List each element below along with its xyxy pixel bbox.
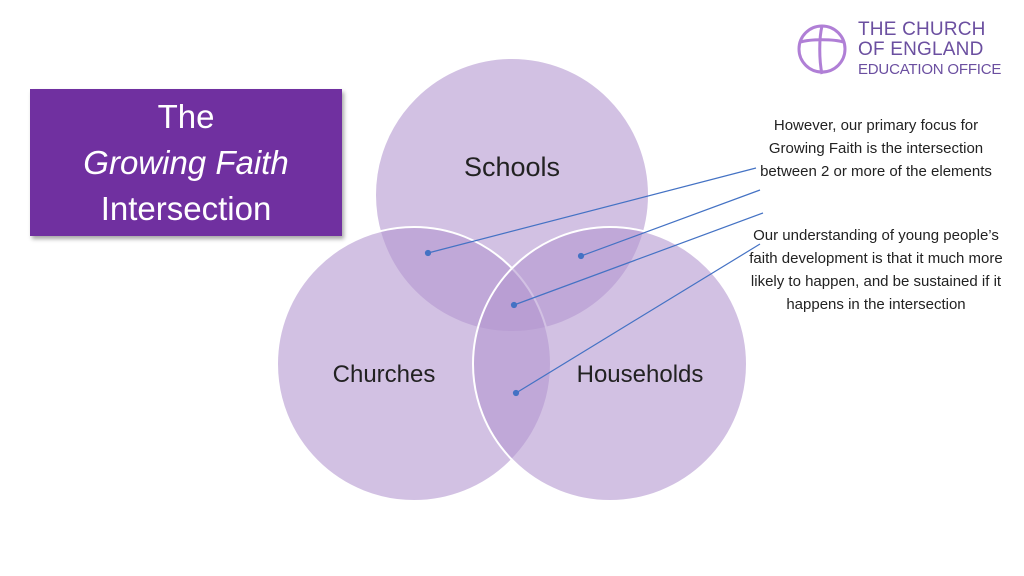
note-primary-focus: However, our primary focus for Growing F…: [760, 117, 992, 180]
pointer-dot: [577, 252, 585, 260]
pointer-line-center: [513, 212, 764, 306]
households-label: Households: [577, 361, 704, 388]
note-understanding: Our understanding of young people’s fait…: [749, 227, 1003, 313]
church-of-england-logo: THE CHURCH OF ENGLAND EDUCATION OFFICE: [796, 18, 1006, 80]
title-box: The Growing Faith Intersection: [30, 89, 342, 236]
pointer-line-schools-households: [580, 189, 761, 257]
title-line-1: The: [157, 97, 215, 135]
pointer-dot: [512, 389, 520, 397]
pointer-line-churches-households: [515, 243, 761, 394]
pointer-dot: [510, 301, 518, 309]
logo-text: THE CHURCH OF ENGLAND EDUCATION OFFICE: [858, 20, 1001, 80]
pointer-line-schools-churches: [427, 167, 757, 254]
schools-label: Schools: [464, 152, 560, 182]
logo-line-3: EDUCATION OFFICE: [858, 61, 1002, 78]
logo-line-1: THE CHURCH: [858, 19, 986, 40]
churches-label: Churches: [333, 361, 436, 388]
pointer-dot: [424, 249, 432, 257]
pointer-lines: [424, 167, 764, 397]
title-line-3: Intersection: [100, 189, 272, 227]
households-circle: [472, 226, 748, 502]
title-line-2: Growing Faith: [83, 143, 289, 181]
logo-line-2: OF ENGLAND: [858, 39, 984, 60]
cross-circle-icon: [797, 24, 847, 75]
